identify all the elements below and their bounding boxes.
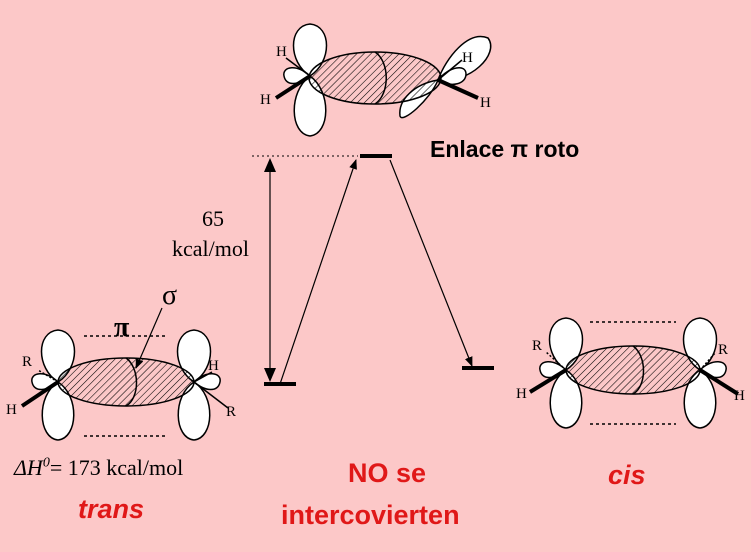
trans-sigma-bond — [57, 357, 195, 407]
trans-right-p-orbital-lower — [177, 381, 211, 441]
top-substituent-h2: H — [260, 92, 271, 108]
enthalpy-value: = 173 kcal/mol — [49, 455, 184, 480]
cis-substituent-h1: H — [516, 386, 527, 402]
trans-molecule-diagram — [20, 307, 229, 441]
top-left-p-orbital-upper — [292, 23, 328, 77]
cis-substituent-h2: H — [734, 388, 745, 404]
cis-left-p-orbital-lower — [549, 369, 583, 429]
conclusion-line1: NO se — [348, 458, 427, 488]
sigma-label: σ — [162, 280, 178, 311]
cis-substituent-r1: R — [532, 338, 543, 354]
cis-name: cis — [608, 460, 646, 490]
trans-left-p-orbital-upper — [40, 329, 76, 383]
trans-substituent-r1: R — [22, 354, 33, 370]
top-substituent-h1: H — [276, 44, 287, 60]
conclusion-line2: intercovierten — [281, 500, 460, 530]
energy-value: 65 — [202, 206, 224, 231]
trans-substituent-r2: R — [226, 404, 237, 420]
top-molecule-diagram — [274, 23, 492, 137]
cis-left-p-orbital-upper — [548, 317, 584, 371]
trans-left-p-orbital-lower — [41, 381, 75, 441]
top-sigma-bond — [308, 51, 442, 105]
trans-right-p-orbital-upper — [176, 329, 212, 383]
trans-name: trans — [78, 494, 145, 524]
trans-substituent-h2: H — [6, 402, 17, 418]
top-substituent-h3: H — [462, 50, 473, 66]
trans-to-top-arrow — [279, 159, 357, 385]
cis-right-p-orbital-lower — [683, 369, 717, 429]
broken-pi-bond-label: Enlace π roto — [430, 136, 580, 162]
top-to-cis-arrow — [389, 159, 473, 367]
trans-substituent-h1: H — [208, 358, 219, 374]
cis-right-p-orbital-upper — [682, 317, 718, 371]
cis-substituent-r2: R — [718, 342, 729, 358]
energy-unit: kcal/mol — [172, 236, 249, 261]
enthalpy-superscript: 0 — [42, 455, 50, 471]
cis-molecule-diagram — [528, 317, 740, 429]
enthalpy-label: ΔH0= 173 kcal/mol — [14, 455, 183, 481]
pi-label: π — [114, 312, 130, 343]
top-substituent-h4: H — [480, 95, 491, 111]
energy-diagram — [252, 154, 494, 386]
enthalpy-symbol: ΔH — [14, 455, 43, 480]
cis-sigma-bond — [565, 345, 701, 395]
